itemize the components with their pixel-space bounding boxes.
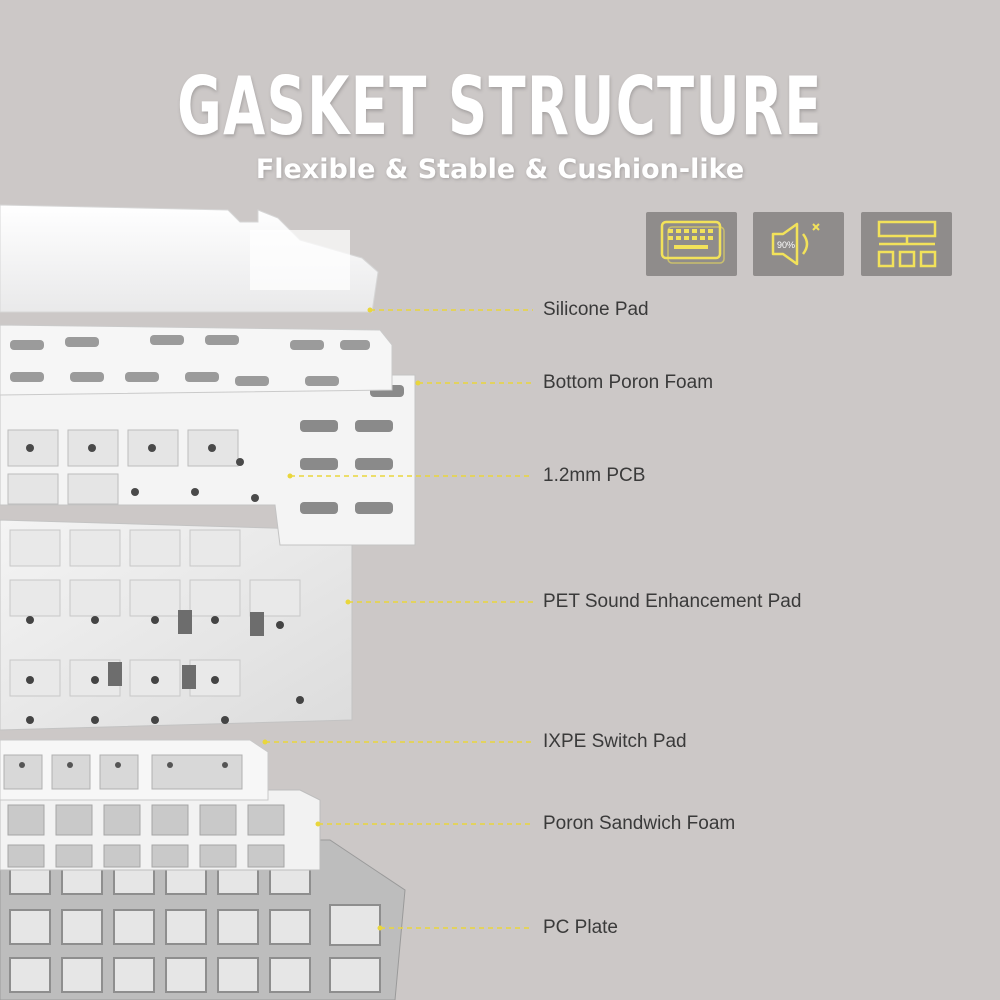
page-subtitle: Flexible & Stable & Cushion-like — [255, 154, 745, 185]
ixpe-switch-pad-layer — [0, 739, 269, 801]
silicone-pad-layer — [0, 204, 379, 313]
bottom-poron-foam-layer — [0, 324, 393, 396]
label-bottom-poron-foam: Bottom Poron Foam — [543, 372, 714, 393]
keyboard-icon — [646, 212, 737, 276]
sound-dampening-icon: 90% — [753, 212, 844, 276]
label-silicone-pad: Silicone Pad — [543, 299, 649, 320]
label-pcb: 1.2mm PCB — [543, 465, 646, 486]
leader-dots — [262, 307, 421, 931]
page-title: GASKET STRUCTURE — [177, 60, 823, 153]
layer-structure-icon — [861, 212, 952, 276]
label-pet-sound-enhancement-pad: PET Sound Enhancement Pad — [543, 591, 802, 612]
pcb-layer — [0, 374, 416, 546]
pet-sound-pad-layer — [0, 519, 353, 731]
label-poron-sandwich-foam: Poron Sandwich Foam — [543, 813, 736, 834]
sound-reduction-percent: 90% — [777, 240, 795, 250]
poron-sandwich-foam-layer — [0, 789, 321, 871]
label-ixpe-switch-pad: IXPE Switch Pad — [543, 731, 687, 752]
label-pc-plate: PC Plate — [543, 917, 618, 938]
pc-plate-layer — [0, 839, 406, 1000]
leader-lines — [265, 309, 533, 929]
